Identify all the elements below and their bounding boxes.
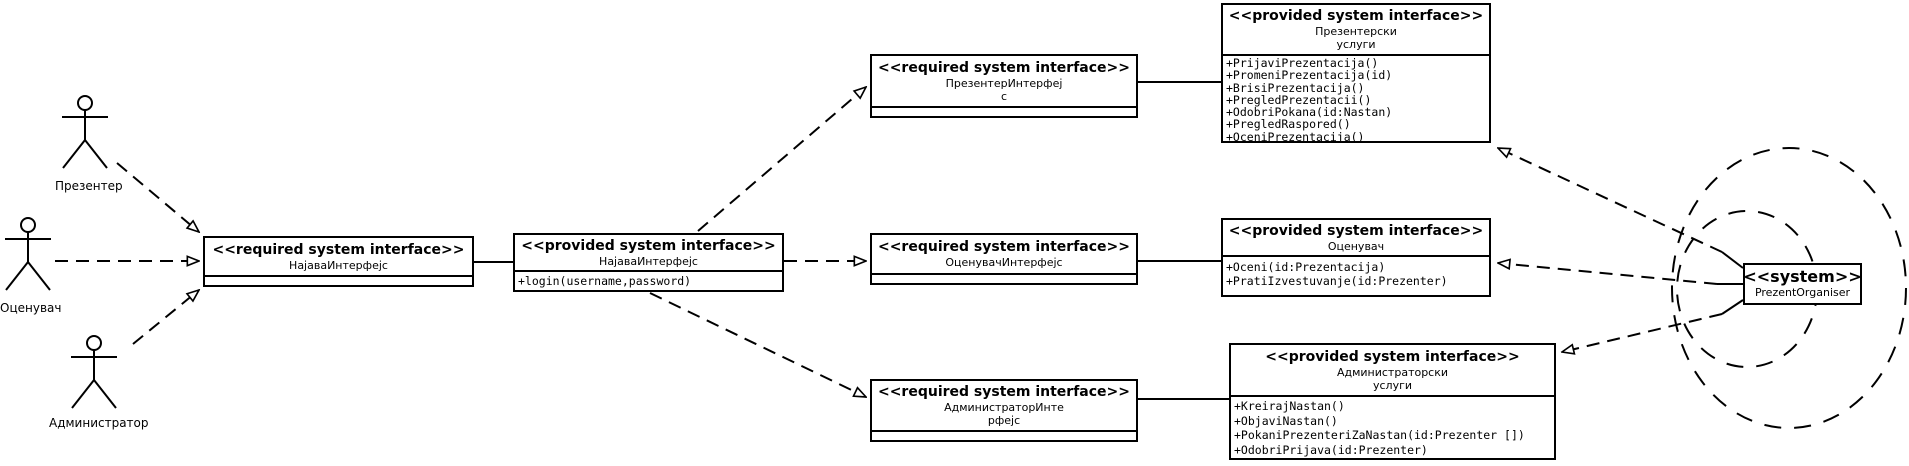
required-interface-najava: <<required system interface>> НајаваИнте… xyxy=(203,236,474,287)
connector-najava-to-admin-interface xyxy=(649,292,866,397)
provided-interface-prezenter-services: <<provided system interface>> Презентерс… xyxy=(1221,3,1491,143)
actor-figure-administrator xyxy=(71,335,117,409)
stereotype-label: <<required system interface>> xyxy=(212,241,465,258)
connector-administrator-to-najava xyxy=(132,290,199,345)
stereotype-label: <<provided system interface>> xyxy=(1228,222,1484,239)
connector-najava-to-prezenter-interface xyxy=(697,87,866,232)
interface-name: Оценувач xyxy=(1327,239,1385,253)
interface-name: ОценувачИнтерфејс xyxy=(945,256,1063,269)
stereotype-label: <<provided system interface>> xyxy=(521,237,776,254)
stereotype-label: <<required system interface>> xyxy=(877,59,1131,76)
method-entry: +BrisiPrezentacija() xyxy=(1226,80,1365,95)
interface-name-line2: с xyxy=(1000,89,1008,103)
connector-system-to-ocenuvac-services xyxy=(1498,263,1718,285)
method-entry: +OdobriPrijava(id:Prezenter) xyxy=(1234,442,1428,457)
stereotype-label: <<required system interface>> xyxy=(877,384,1131,400)
method-entry: +PromeniPrezentacija(id) xyxy=(1226,68,1393,83)
connector-prezenter-to-najava xyxy=(116,162,199,232)
required-interface-prezenter: <<required system interface>> ПрезентерИ… xyxy=(870,54,1138,118)
interface-name-line1: Администраторски xyxy=(1336,365,1449,379)
method-entry: +PokaniPrezenteriZaNastan(id:Prezenter [… xyxy=(1234,428,1525,442)
interface-name: НајаваИнтерфејс xyxy=(599,254,698,268)
system-fan-line-top xyxy=(1721,251,1744,269)
stereotype-label: <<required system interface>> xyxy=(877,239,1131,255)
system-stereotype: <<system>> xyxy=(1743,267,1862,286)
method-entry: +PregledRaspored() xyxy=(1226,117,1351,132)
interface-name-line2: услуги xyxy=(1336,38,1376,51)
empty-compartment xyxy=(872,432,1136,440)
empty-compartment xyxy=(872,108,1136,116)
connector-system-to-admin-services xyxy=(1562,313,1723,352)
method-entry: +KreirajNastan() xyxy=(1234,399,1345,413)
required-interface-administrator: <<required system interface>> Администра… xyxy=(870,379,1138,442)
actor-figure-prezenter xyxy=(62,95,108,169)
interface-name: НајаваИнтерфејс xyxy=(289,258,388,272)
stereotype-label: <<provided system interface>> xyxy=(1265,348,1520,365)
interface-name-line1: ПрезентерИнтерфеј xyxy=(945,76,1063,90)
connector-system-to-prezenter-services xyxy=(1498,148,1723,253)
required-interface-ocenuvac: <<required system interface>> ОценувачИн… xyxy=(870,233,1138,285)
method-entry: +ObjaviNastan() xyxy=(1234,413,1338,428)
stereotype-label: <<provided system interface>> xyxy=(1228,8,1484,24)
method-entry: +PrijaviPrezentacija() xyxy=(1226,56,1379,70)
method-entry: +OceniPrezentacija() xyxy=(1226,129,1365,141)
interface-name-line1: Презентерски xyxy=(1315,25,1397,38)
provided-interface-admin-services: <<provided system interface>> Администра… xyxy=(1229,343,1556,460)
method-entry: +PregledPrezentacii() xyxy=(1226,92,1372,107)
provided-interface-ocenuvac: <<provided system interface>> Оценувач +… xyxy=(1221,218,1491,297)
method-entry: +OdobriPokana(id:Nastan) xyxy=(1226,105,1393,120)
method-entry: +login(username,password) xyxy=(518,274,692,288)
actor-label-ocenuvac: Оценувач xyxy=(0,301,62,315)
actor-label-prezenter: Презентер xyxy=(55,179,123,193)
provided-interface-najava: <<provided system interface>> НајаваИнте… xyxy=(513,233,784,292)
interface-name-line2: услуги xyxy=(1372,378,1413,392)
method-entry: +PratiIzvestuvanje(id:Prezenter) xyxy=(1226,274,1448,288)
system-fan-line-bottom xyxy=(1721,299,1744,315)
actor-figure-ocenuvac xyxy=(5,217,51,291)
empty-compartment xyxy=(872,275,1136,283)
interface-name-line2: рфејс xyxy=(987,414,1021,427)
actor-label-administrator: Администратор xyxy=(49,416,149,430)
system-name: PrezentOrganiser xyxy=(1754,286,1851,299)
interface-name-line1: АдминистраторИнте xyxy=(944,401,1064,414)
method-entry: +Oceni(id:Prezentacija) xyxy=(1226,260,1386,274)
system-boundary-circle-large xyxy=(1671,147,1907,429)
empty-compartment xyxy=(205,277,472,285)
system-box-prezentorganiser: <<system>> PrezentOrganiser xyxy=(1743,263,1862,305)
